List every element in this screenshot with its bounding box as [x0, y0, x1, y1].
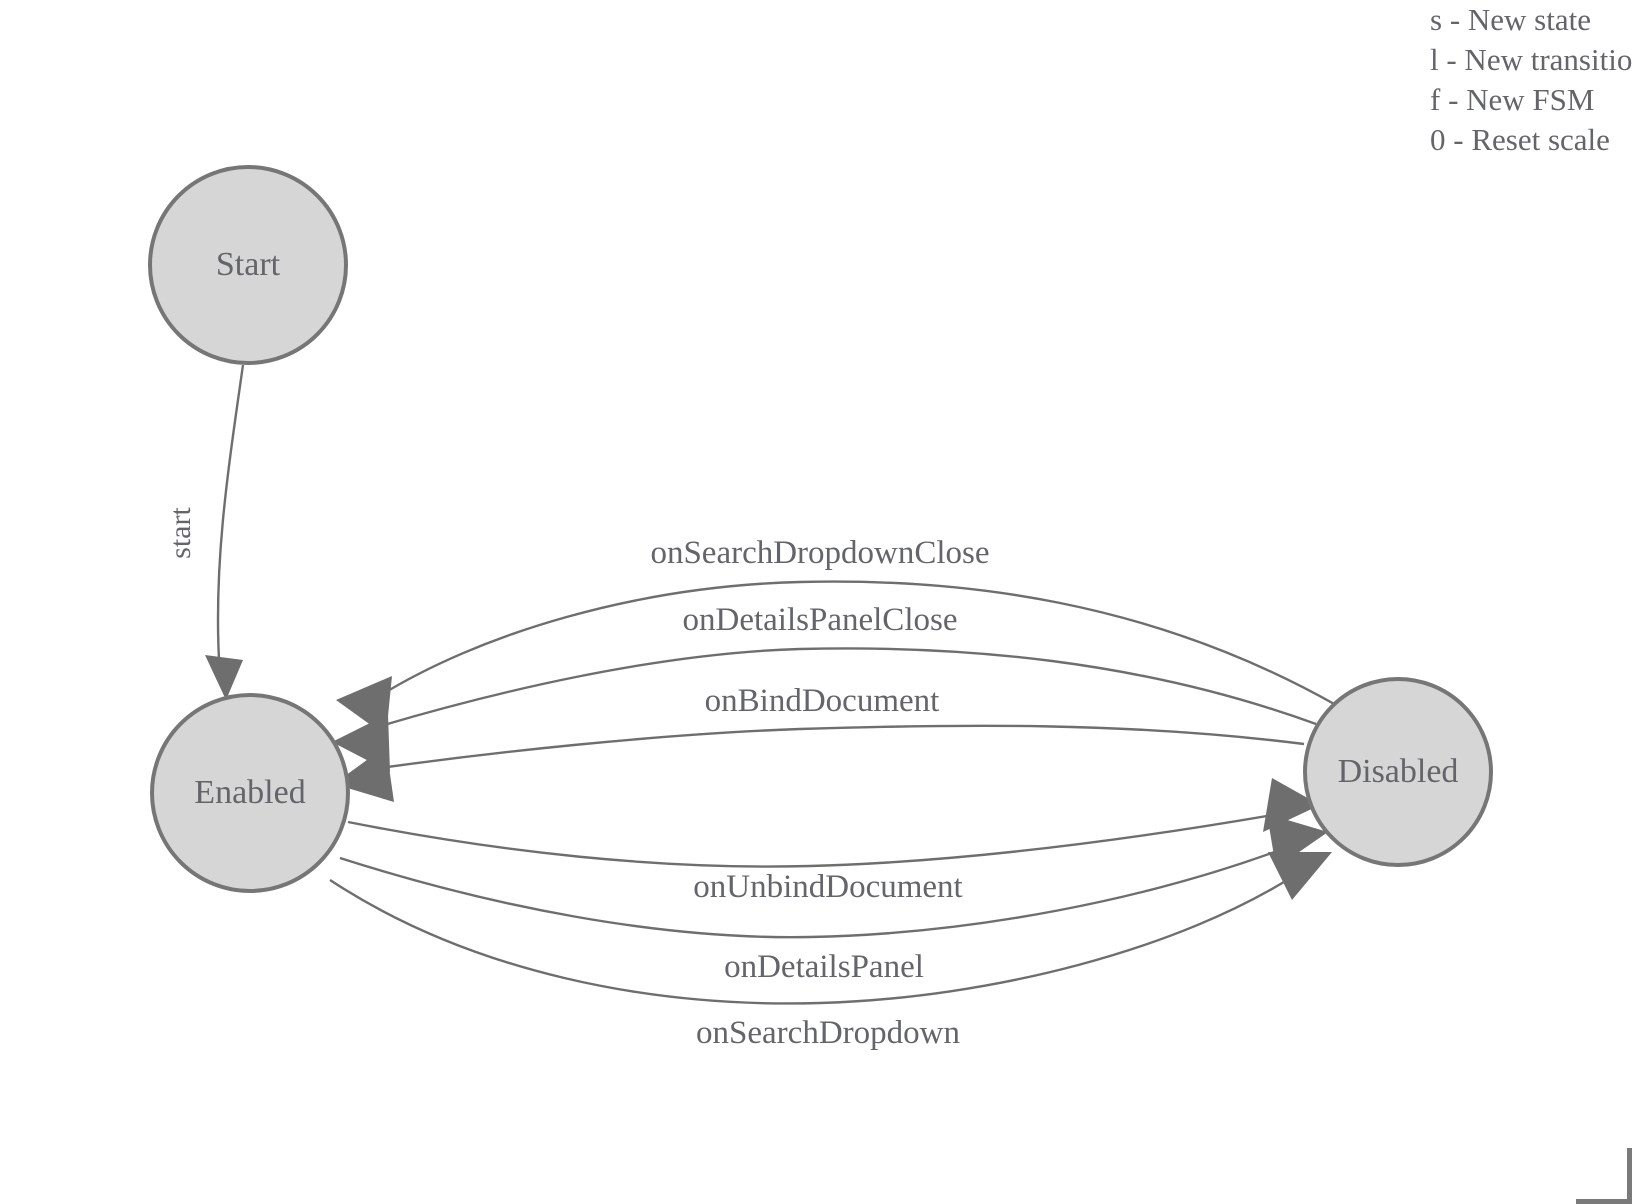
state-node-enabled[interactable]: Enabled: [150, 693, 350, 893]
state-node-start[interactable]: Start: [148, 165, 348, 365]
transition-on-details-panel-label: onDetailsPanel: [724, 949, 924, 985]
transition-on-search-dropdown[interactable]: onSearchDropdown: [329, 852, 1332, 1051]
transition-on-details-panel-close-path[interactable]: [366, 647, 1317, 732]
transition-on-details-panel-path[interactable]: [339, 842, 1297, 939]
transition-start-arrowhead: [205, 655, 243, 700]
transition-on-bind-document-label: onBindDocument: [705, 683, 940, 719]
transition-on-unbind-document[interactable]: onUnbindDocument: [347, 778, 1320, 905]
transition-on-unbind-document-label: onUnbindDocument: [693, 869, 962, 905]
transition-on-details-panel-close-label: onDetailsPanelClose: [683, 602, 958, 638]
transition-on-search-dropdown-arrowhead: [1268, 852, 1332, 900]
transition-on-search-dropdown-close[interactable]: onSearchDropdownClose: [336, 535, 1337, 736]
viewport-corner-bracket: [1576, 1148, 1632, 1204]
state-node-start-circle[interactable]: [148, 165, 348, 365]
transition-start-path[interactable]: [216, 364, 245, 661]
transition-on-bind-document-path[interactable]: [351, 724, 1305, 774]
transition-on-search-dropdown-close-label: onSearchDropdownClose: [650, 535, 989, 571]
transition-start-label: start: [164, 507, 197, 559]
state-node-enabled-label: Enabled: [194, 774, 305, 811]
transition-on-bind-document[interactable]: onBindDocument: [334, 683, 1305, 802]
state-node-disabled-label: Disabled: [1338, 753, 1459, 790]
transition-on-details-panel[interactable]: onDetailsPanel: [339, 814, 1328, 985]
transition-on-search-dropdown-path[interactable]: [329, 870, 1301, 1005]
state-node-start-label: Start: [216, 246, 281, 283]
transition-on-unbind-document-path[interactable]: [347, 810, 1291, 868]
transition-on-search-dropdown-close-path[interactable]: [372, 580, 1337, 707]
transition-start[interactable]: start: [164, 364, 245, 700]
state-node-enabled-circle[interactable]: [150, 693, 350, 893]
transition-on-search-dropdown-label: onSearchDropdown: [696, 1015, 960, 1051]
state-node-disabled-circle[interactable]: [1303, 677, 1493, 867]
state-node-disabled[interactable]: Disabled: [1303, 677, 1493, 867]
transition-on-details-panel-close[interactable]: onDetailsPanelClose: [332, 602, 1317, 772]
